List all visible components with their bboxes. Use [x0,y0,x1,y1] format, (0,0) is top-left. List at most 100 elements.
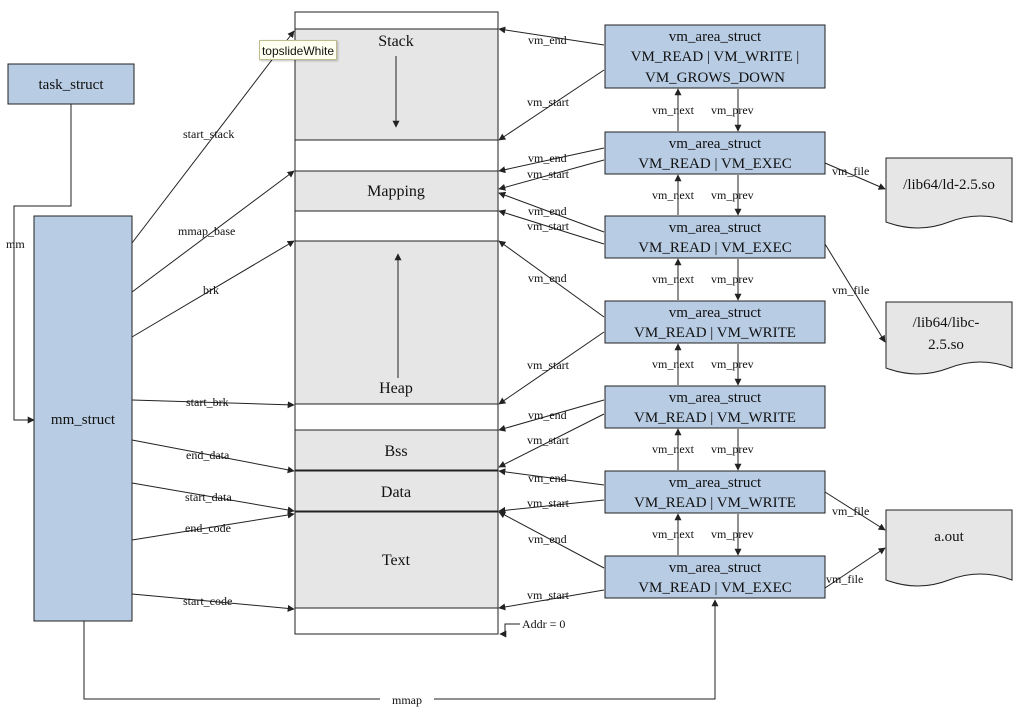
mapping-segment [294,170,499,212]
brk-arrow [131,240,295,338]
vm-end-label-1: vm_end [528,151,567,165]
vm-next-label-2: vm_next [652,272,695,286]
vm-next-label-3: vm_next [652,357,695,371]
mmap-base-label: mmap_base [178,224,235,238]
mmap-label-bg [380,692,434,706]
vm-start-label-0: vm_start [527,95,570,109]
vm-start-arrow-1 [498,159,605,191]
start-brk-arrow [131,399,295,409]
vm-start-arrow-2 [498,209,605,245]
vm-start-arrow-5 [498,499,605,514]
heap-segment [294,240,499,405]
text-segment [294,511,499,609]
mapping-label: Mapping [367,183,425,200]
vm-next-label-0: vm_next [652,103,695,117]
vm-file-label-5: vm_file [832,504,869,518]
vma-box-5 [604,470,826,514]
start-code-label: start_code [183,594,232,608]
file-aout-shape [885,509,1013,587]
vm-file-arrow-6 [824,547,886,589]
start-stack-arrow [131,30,295,244]
vm-next-label-1: vm_next [652,188,695,202]
vma-title-4: vm_area_struct [669,390,762,406]
vm-file-label-6: vm_file [826,572,863,586]
vma-box-1 [604,131,826,175]
vm-end-label-6: vm_end [528,532,567,546]
vm-file-arrow-5 [824,491,886,531]
start-stack-label: start_stack [183,127,234,141]
task-struct-label: task_struct [39,77,105,93]
start-data-arrow [131,482,295,514]
mm-struct-box [33,215,133,622]
start-code-arrow [131,593,295,612]
mm-label: mm [6,237,25,251]
vm-end-label-0: vm_end [528,33,567,47]
file-libc-label-line1: /lib64/libc- [913,315,980,331]
data-segment [294,470,499,512]
vm-file-label-1: vm_file [832,164,869,178]
vm-prev-label-5: vm_prev [711,527,754,541]
end-data-label: end_data [186,448,230,462]
vma-title-5: vm_area_struct [669,475,762,491]
file-ld-label: /lib64/ld-2.5.so [903,177,995,193]
vma-box-4 [604,385,826,429]
vm-end-arrow-6 [498,511,605,569]
bss-label: Bss [384,443,407,460]
vm-end-arrow-4 [498,399,605,432]
vma-title-1: vm_area_struct [669,136,762,152]
data-label: Data [381,484,411,501]
start-data-label: start_data [185,490,232,504]
vma-title-3: vm_area_struct [669,305,762,321]
vm-start-label-6: vm_start [527,588,570,602]
mmap-label: mmap [392,693,422,707]
vm-end-arrow-3 [498,240,605,318]
vm-file-arrow-1 [824,162,886,190]
vma-box-2 [604,215,826,259]
vm-end-label-5: vm_end [528,471,567,485]
vm-prev-label-1: vm_prev [711,188,754,202]
vm-start-label-4: vm_start [527,433,570,447]
end-code-label: end_code [185,521,231,535]
file-libc-shape [885,301,1013,375]
file-libc-label-line2: 2.5.so [928,337,964,353]
vm-file-label-2: vm_file [832,283,869,297]
vm-end-label-4: vm_end [528,408,567,422]
vma-box-6 [604,555,826,599]
vm-next-label-5: vm_next [652,527,695,541]
mm-struct-label: mm_struct [51,412,116,428]
vma-flags-0: VM_READ | VM_WRITE | [631,49,800,65]
end-data-arrow [131,439,295,474]
vm-start-label-2: vm_start [527,219,570,233]
end-code-arrow [131,511,295,541]
vm-prev-label-2: vm_prev [711,272,754,286]
brk-label: brk [203,283,219,297]
vma-title-6: vm_area_struct [669,560,762,576]
vma-title-0: vm_area_struct [669,29,762,45]
vm-start-arrow-3 [498,331,605,405]
vm-start-arrow-4 [498,413,605,468]
vma-flags-3: VM_READ | VM_WRITE [634,325,796,341]
vm-end-label-3: vm_end [528,271,567,285]
vma-flags-1: VM_READ | VM_EXEC [638,156,792,172]
file-ld-shape [885,157,1013,229]
vm-start-label-1: vm_start [527,167,570,181]
addr-zero-arrow [499,623,520,638]
vm-start-arrow-6 [498,589,605,611]
vm-end-label-2: vm_end [528,204,567,218]
bss-segment [294,429,499,471]
vm-prev-label-3: vm_prev [711,357,754,371]
vma-box-0 [604,24,826,89]
file-aout-label: a.out [934,529,964,545]
vma-flags2-0: VM_GROWS_DOWN [645,70,785,86]
vma-flags-6: VM_READ | VM_EXEC [638,580,792,596]
vm-prev-label-4: vm_prev [711,442,754,456]
vm-end-arrow-2 [498,191,605,233]
vm-start-arrow-0 [498,69,605,141]
mm-pointer-line [13,104,72,424]
vm-prev-label-0: vm_prev [711,103,754,117]
stack-label: Stack [378,33,414,50]
vma-flags-5: VM_READ | VM_WRITE [634,495,796,511]
vm-start-label-5: vm_start [527,496,570,510]
vma-title-2: vm_area_struct [669,220,762,236]
